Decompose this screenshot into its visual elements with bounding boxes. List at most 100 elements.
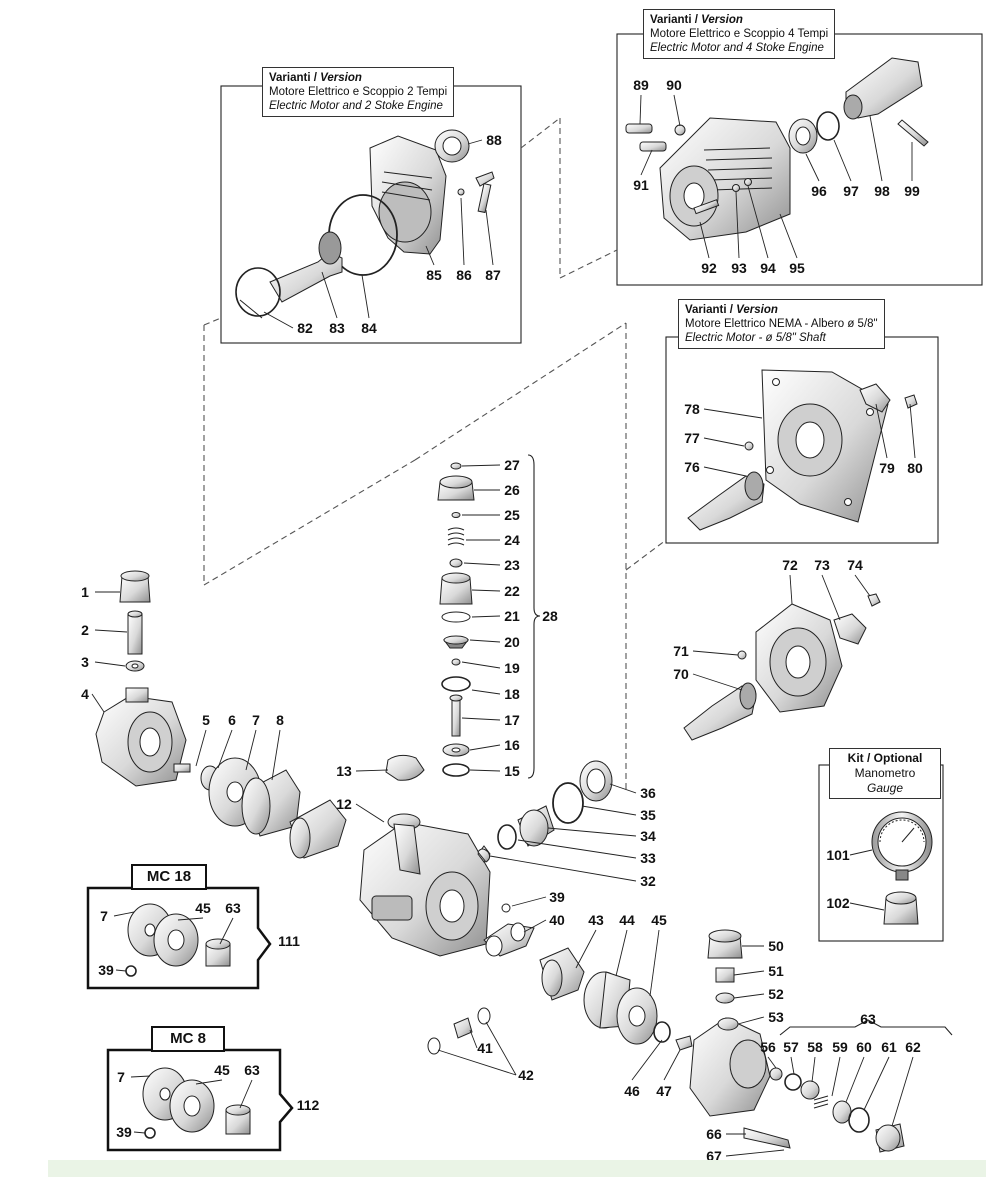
caption-title-en: Version bbox=[701, 14, 743, 26]
part-label-93: 93 bbox=[731, 260, 747, 276]
part-label-83: 83 bbox=[329, 320, 345, 336]
part-label-18: 18 bbox=[504, 686, 520, 702]
leader-line bbox=[469, 769, 501, 772]
leader-line bbox=[639, 94, 642, 125]
part-label-6: 6 bbox=[228, 712, 236, 728]
leader-line bbox=[485, 1021, 517, 1076]
part-label-39: 39 bbox=[116, 1124, 132, 1140]
part-label-97: 97 bbox=[843, 183, 859, 199]
panel-2-stroke bbox=[220, 85, 522, 344]
part-label-99: 99 bbox=[904, 183, 920, 199]
part-label-52: 52 bbox=[768, 986, 784, 1002]
part-label-23: 23 bbox=[504, 557, 520, 573]
part-label-73: 73 bbox=[814, 557, 830, 573]
part-label-45: 45 bbox=[195, 900, 211, 916]
part-label-19: 19 bbox=[504, 660, 520, 676]
group-mc18-label: MC 18 bbox=[131, 864, 207, 890]
part-label-96: 96 bbox=[811, 183, 827, 199]
part-label-63: 63 bbox=[225, 900, 241, 916]
leader-line bbox=[767, 1056, 777, 1069]
part-label-7: 7 bbox=[100, 908, 108, 924]
part-label-42: 42 bbox=[518, 1067, 534, 1083]
leader-line bbox=[463, 562, 501, 566]
leader-line bbox=[692, 673, 743, 691]
leader-line bbox=[849, 902, 885, 911]
part-label-77: 77 bbox=[684, 430, 700, 446]
part-label-47: 47 bbox=[656, 1083, 672, 1099]
leader-line bbox=[177, 917, 204, 921]
caption-4-stroke: Varianti / Version Motore Elettrico e Sc… bbox=[643, 9, 836, 59]
kit-title: Kit / Optional bbox=[847, 751, 923, 765]
part-label-32: 32 bbox=[640, 873, 656, 889]
caption-line-en: Electric Motor - ø 5/8" Shaft bbox=[685, 332, 826, 344]
part-label-51: 51 bbox=[768, 963, 784, 979]
leader-line bbox=[789, 574, 793, 605]
part-label-61: 61 bbox=[881, 1039, 897, 1055]
part-label-95: 95 bbox=[789, 260, 805, 276]
leader-line bbox=[461, 717, 501, 721]
part-label-89: 89 bbox=[633, 77, 649, 93]
part-label-92: 92 bbox=[701, 260, 717, 276]
part-label-27: 27 bbox=[504, 457, 520, 473]
part-label-28: 28 bbox=[542, 608, 558, 624]
leader-line bbox=[703, 408, 763, 419]
part-label-60: 60 bbox=[856, 1039, 872, 1055]
part-label-56: 56 bbox=[760, 1039, 776, 1055]
leader-line bbox=[271, 729, 281, 781]
leader-line bbox=[263, 311, 294, 329]
leader-line bbox=[581, 805, 637, 816]
part-label-85: 85 bbox=[426, 267, 442, 283]
part-label-34: 34 bbox=[640, 828, 656, 844]
part-label-40: 40 bbox=[549, 912, 565, 928]
leader-line bbox=[195, 1079, 223, 1085]
leader-line bbox=[891, 1056, 914, 1127]
leader-line bbox=[217, 729, 233, 769]
leader-line bbox=[469, 639, 501, 643]
leader-line bbox=[355, 803, 385, 823]
leader-line bbox=[461, 661, 501, 669]
leader-line bbox=[94, 661, 126, 667]
part-label-78: 78 bbox=[684, 401, 700, 417]
leader-line bbox=[692, 650, 739, 656]
part-label-7: 7 bbox=[252, 712, 260, 728]
leader-line bbox=[737, 1016, 765, 1025]
leader-line bbox=[467, 139, 483, 145]
caption-line-it: Motore Elettrico e Scoppio 2 Tempi bbox=[269, 86, 448, 98]
part-label-94: 94 bbox=[760, 260, 776, 276]
caption-line-it: Motore Elettrico NEMA - Albero ø 5/8" bbox=[685, 318, 878, 330]
leader-line bbox=[833, 139, 852, 182]
leader-line bbox=[575, 929, 597, 969]
caption-title: Varianti bbox=[650, 14, 692, 26]
part-label-35: 35 bbox=[640, 807, 656, 823]
part-label-76: 76 bbox=[684, 459, 700, 475]
leader-line bbox=[485, 209, 494, 266]
leader-line bbox=[640, 149, 653, 176]
leader-line bbox=[245, 729, 257, 771]
leader-line bbox=[195, 729, 207, 767]
part-label-50: 50 bbox=[768, 938, 784, 954]
part-label-26: 26 bbox=[504, 482, 520, 498]
part-label-91: 91 bbox=[633, 177, 649, 193]
group-mc8-label: MC 8 bbox=[151, 1026, 225, 1052]
leader-line bbox=[725, 1149, 785, 1157]
part-label-4: 4 bbox=[81, 686, 89, 702]
leader-line bbox=[219, 917, 234, 945]
part-label-2: 2 bbox=[81, 622, 89, 638]
part-label-44: 44 bbox=[619, 912, 635, 928]
leader-line bbox=[321, 271, 338, 319]
part-label-87: 87 bbox=[485, 267, 501, 283]
kit-number-mc8: 112 bbox=[297, 1097, 320, 1113]
part-label-13: 13 bbox=[336, 763, 352, 779]
part-label-36: 36 bbox=[640, 785, 656, 801]
leader-line bbox=[461, 464, 501, 467]
leader-line bbox=[425, 245, 435, 266]
footer-band bbox=[48, 1160, 986, 1177]
part-label-33: 33 bbox=[640, 850, 656, 866]
part-label-39: 39 bbox=[549, 889, 565, 905]
leader-line bbox=[805, 153, 820, 182]
leader-line bbox=[615, 929, 628, 977]
part-label-22: 22 bbox=[504, 583, 520, 599]
leader-line bbox=[779, 213, 798, 259]
